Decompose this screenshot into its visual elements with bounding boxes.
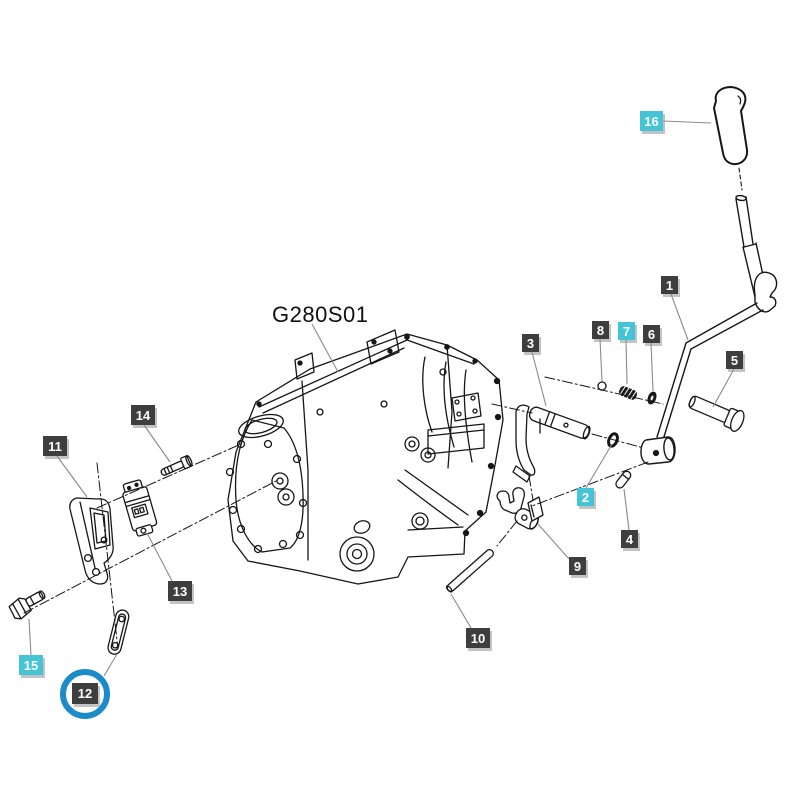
part-label-5[interactable]: 5: [726, 351, 743, 369]
part-label-11[interactable]: 11: [43, 436, 67, 456]
shift-lever-drawing: [641, 195, 777, 464]
part-label-6[interactable]: 6: [643, 325, 660, 343]
leader-line-8: [599, 338, 603, 382]
part-label-12[interactable]: 12: [72, 683, 98, 704]
title-leader-line: [311, 323, 339, 373]
leader-line-3: [531, 351, 547, 407]
diagram-title: G280S01: [272, 302, 369, 327]
leader-line-15: [28, 618, 32, 656]
bracket-drawing: [70, 498, 113, 584]
switch-drawing: [120, 478, 159, 537]
leader-line-13: [146, 532, 173, 582]
leader-line-6: [650, 342, 654, 392]
link-plate-drawing: [107, 609, 131, 656]
part-label-1[interactable]: 1: [661, 276, 678, 294]
fork-drawing: [497, 488, 543, 531]
part-label-2[interactable]: 2: [577, 488, 594, 506]
leader-line-7: [625, 339, 628, 385]
leader-line-9: [537, 523, 570, 560]
highlight-circle: [60, 669, 110, 719]
gearbox-housing-drawing: [227, 330, 504, 584]
pin-drawing: [614, 470, 632, 490]
part-label-15[interactable]: 15: [19, 655, 43, 675]
gear-knob-drawing: [714, 87, 747, 164]
leader-line-4: [623, 488, 630, 531]
bolt14-drawing: [159, 455, 193, 479]
leader-line-11: [56, 455, 88, 498]
part-label-10[interactable]: 10: [466, 628, 490, 648]
knob-axis-dashed-line: [739, 168, 742, 190]
shift-arm-drawing: [513, 405, 591, 482]
leader-line-10: [450, 593, 472, 629]
part-label-7[interactable]: 7: [618, 322, 635, 340]
leader-line-12: [103, 653, 118, 677]
part-label-8[interactable]: 8: [592, 321, 609, 339]
leader-line-2: [585, 443, 613, 489]
leader-line-1: [670, 293, 689, 341]
alignment-axis-lines: [24, 377, 663, 649]
bolt5-drawing: [686, 391, 747, 433]
part-label-4[interactable]: 4: [621, 530, 638, 548]
rod-drawing: [446, 548, 495, 593]
leader-line-16: [662, 120, 712, 124]
part-label-14[interactable]: 14: [131, 405, 155, 425]
part-label-13[interactable]: 13: [168, 581, 192, 601]
part-label-3[interactable]: 3: [522, 334, 539, 352]
leader-line-14: [143, 424, 171, 463]
part-label-9[interactable]: 9: [569, 557, 586, 575]
bolt15-drawing: [7, 587, 49, 622]
part-label-16[interactable]: 16: [640, 111, 663, 131]
leader-line-5: [712, 368, 735, 408]
